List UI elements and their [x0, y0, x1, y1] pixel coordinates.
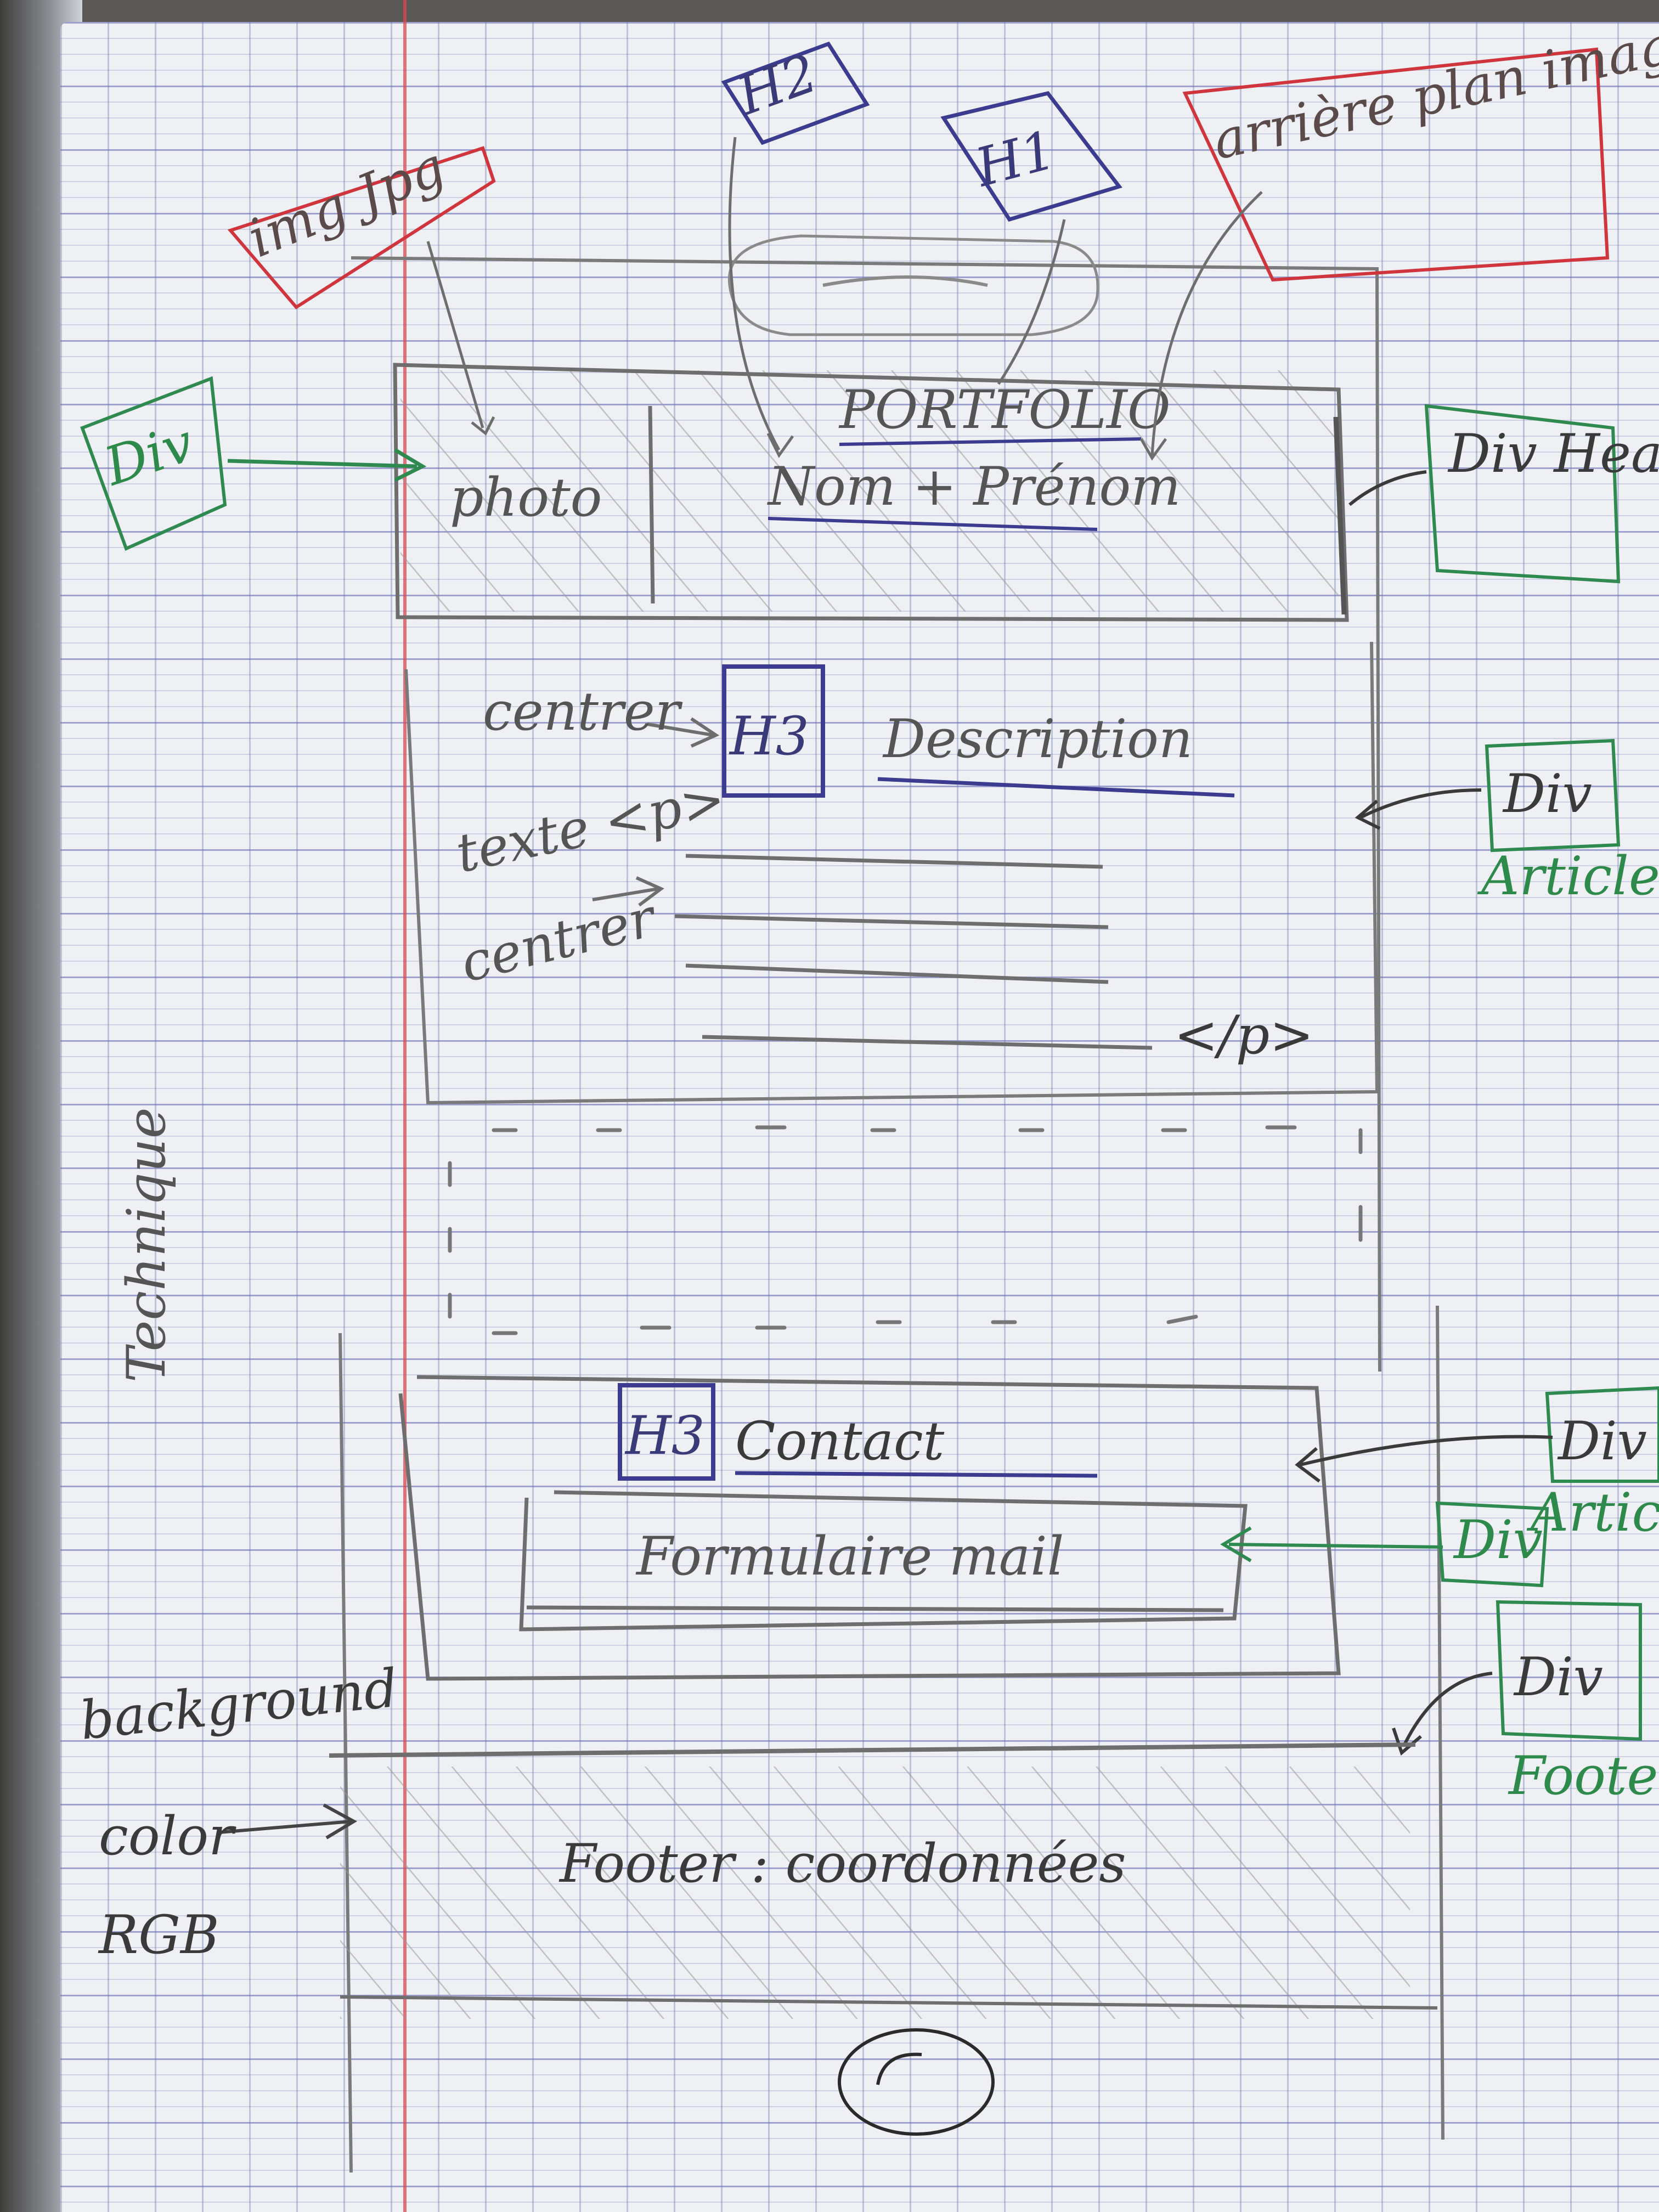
svg-text:Div: Div — [97, 411, 201, 498]
photo-label: photo — [450, 467, 602, 528]
name-surname-label: Nom + Prénom — [767, 456, 1181, 517]
technique-label: Technique — [116, 1107, 177, 1383]
outer-frame — [338, 256, 1444, 2173]
footer-word-label: Footer — [1508, 1745, 1659, 1807]
p-close-tag: </p> — [1174, 1005, 1314, 1066]
dashed-section — [448, 1125, 1363, 1335]
svg-text:Div: Div — [1453, 1509, 1543, 1571]
svg-text:img Jpg: img Jpg — [240, 136, 454, 269]
svg-text:Div: Div — [1513, 1646, 1603, 1708]
background-label: background — [77, 1657, 400, 1752]
svg-text:H1: H1 — [968, 119, 1062, 199]
svg-text:Div: Div — [1502, 763, 1592, 825]
h3-description-tag: H3 — [729, 706, 809, 767]
notebook-margin-line — [403, 0, 407, 2212]
centrer-label: centrer — [483, 681, 683, 742]
footer-section — [219, 1742, 1438, 2019]
article-1-label: Article — [1477, 845, 1659, 907]
div-header-annotation: Div Header — [1348, 404, 1659, 584]
div-article-description-annotation: Div Article — [1355, 738, 1659, 907]
svg-text:H3: H3 — [624, 1405, 705, 1466]
portfolio-title: PORTFOLIO — [838, 379, 1171, 441]
div-header-label: Div Header — [1447, 423, 1659, 484]
page-number-circle — [838, 2028, 995, 2136]
div-footer-annotation: Div Footer — [1392, 1600, 1659, 1807]
description-article — [404, 641, 1379, 1105]
color-label: color — [99, 1805, 236, 1867]
div-form-annotation: Div — [1220, 1501, 1549, 1588]
texte-p-label: texte <p> — [450, 768, 730, 884]
centrer-text-label: centrer — [454, 886, 663, 994]
formulaire-mail-label: Formulaire mail — [635, 1526, 1064, 1587]
contact-article — [398, 1375, 1341, 1681]
rgb-label: RGB — [98, 1904, 219, 1966]
div-photo-annotation: Div — [80, 376, 427, 551]
svg-text:Div: Div — [1557, 1410, 1647, 1472]
footer-content-label: Footer : coordonnées — [558, 1833, 1126, 1894]
bg-image-label: arrière plan image — [1207, 8, 1659, 171]
description-heading: Description — [882, 708, 1193, 770]
header-section — [393, 234, 1349, 622]
contact-heading: Contact — [735, 1410, 945, 1472]
